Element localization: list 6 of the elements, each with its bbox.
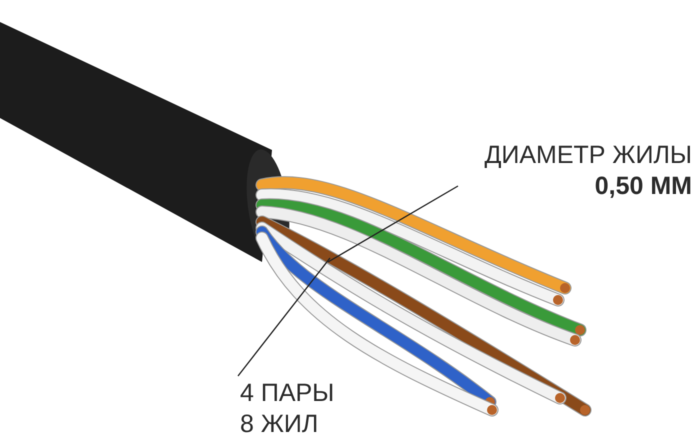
callout-text: 8 ЖИЛ [240,409,320,440]
leader-line [237,258,331,376]
dimension-value: 0,50 ММ [594,171,692,202]
callout-text: ДИАМЕТР ЖИЛЫ [483,140,692,171]
callout-text: 4 ПАРЫ [240,378,336,409]
leader-line [328,185,458,263]
